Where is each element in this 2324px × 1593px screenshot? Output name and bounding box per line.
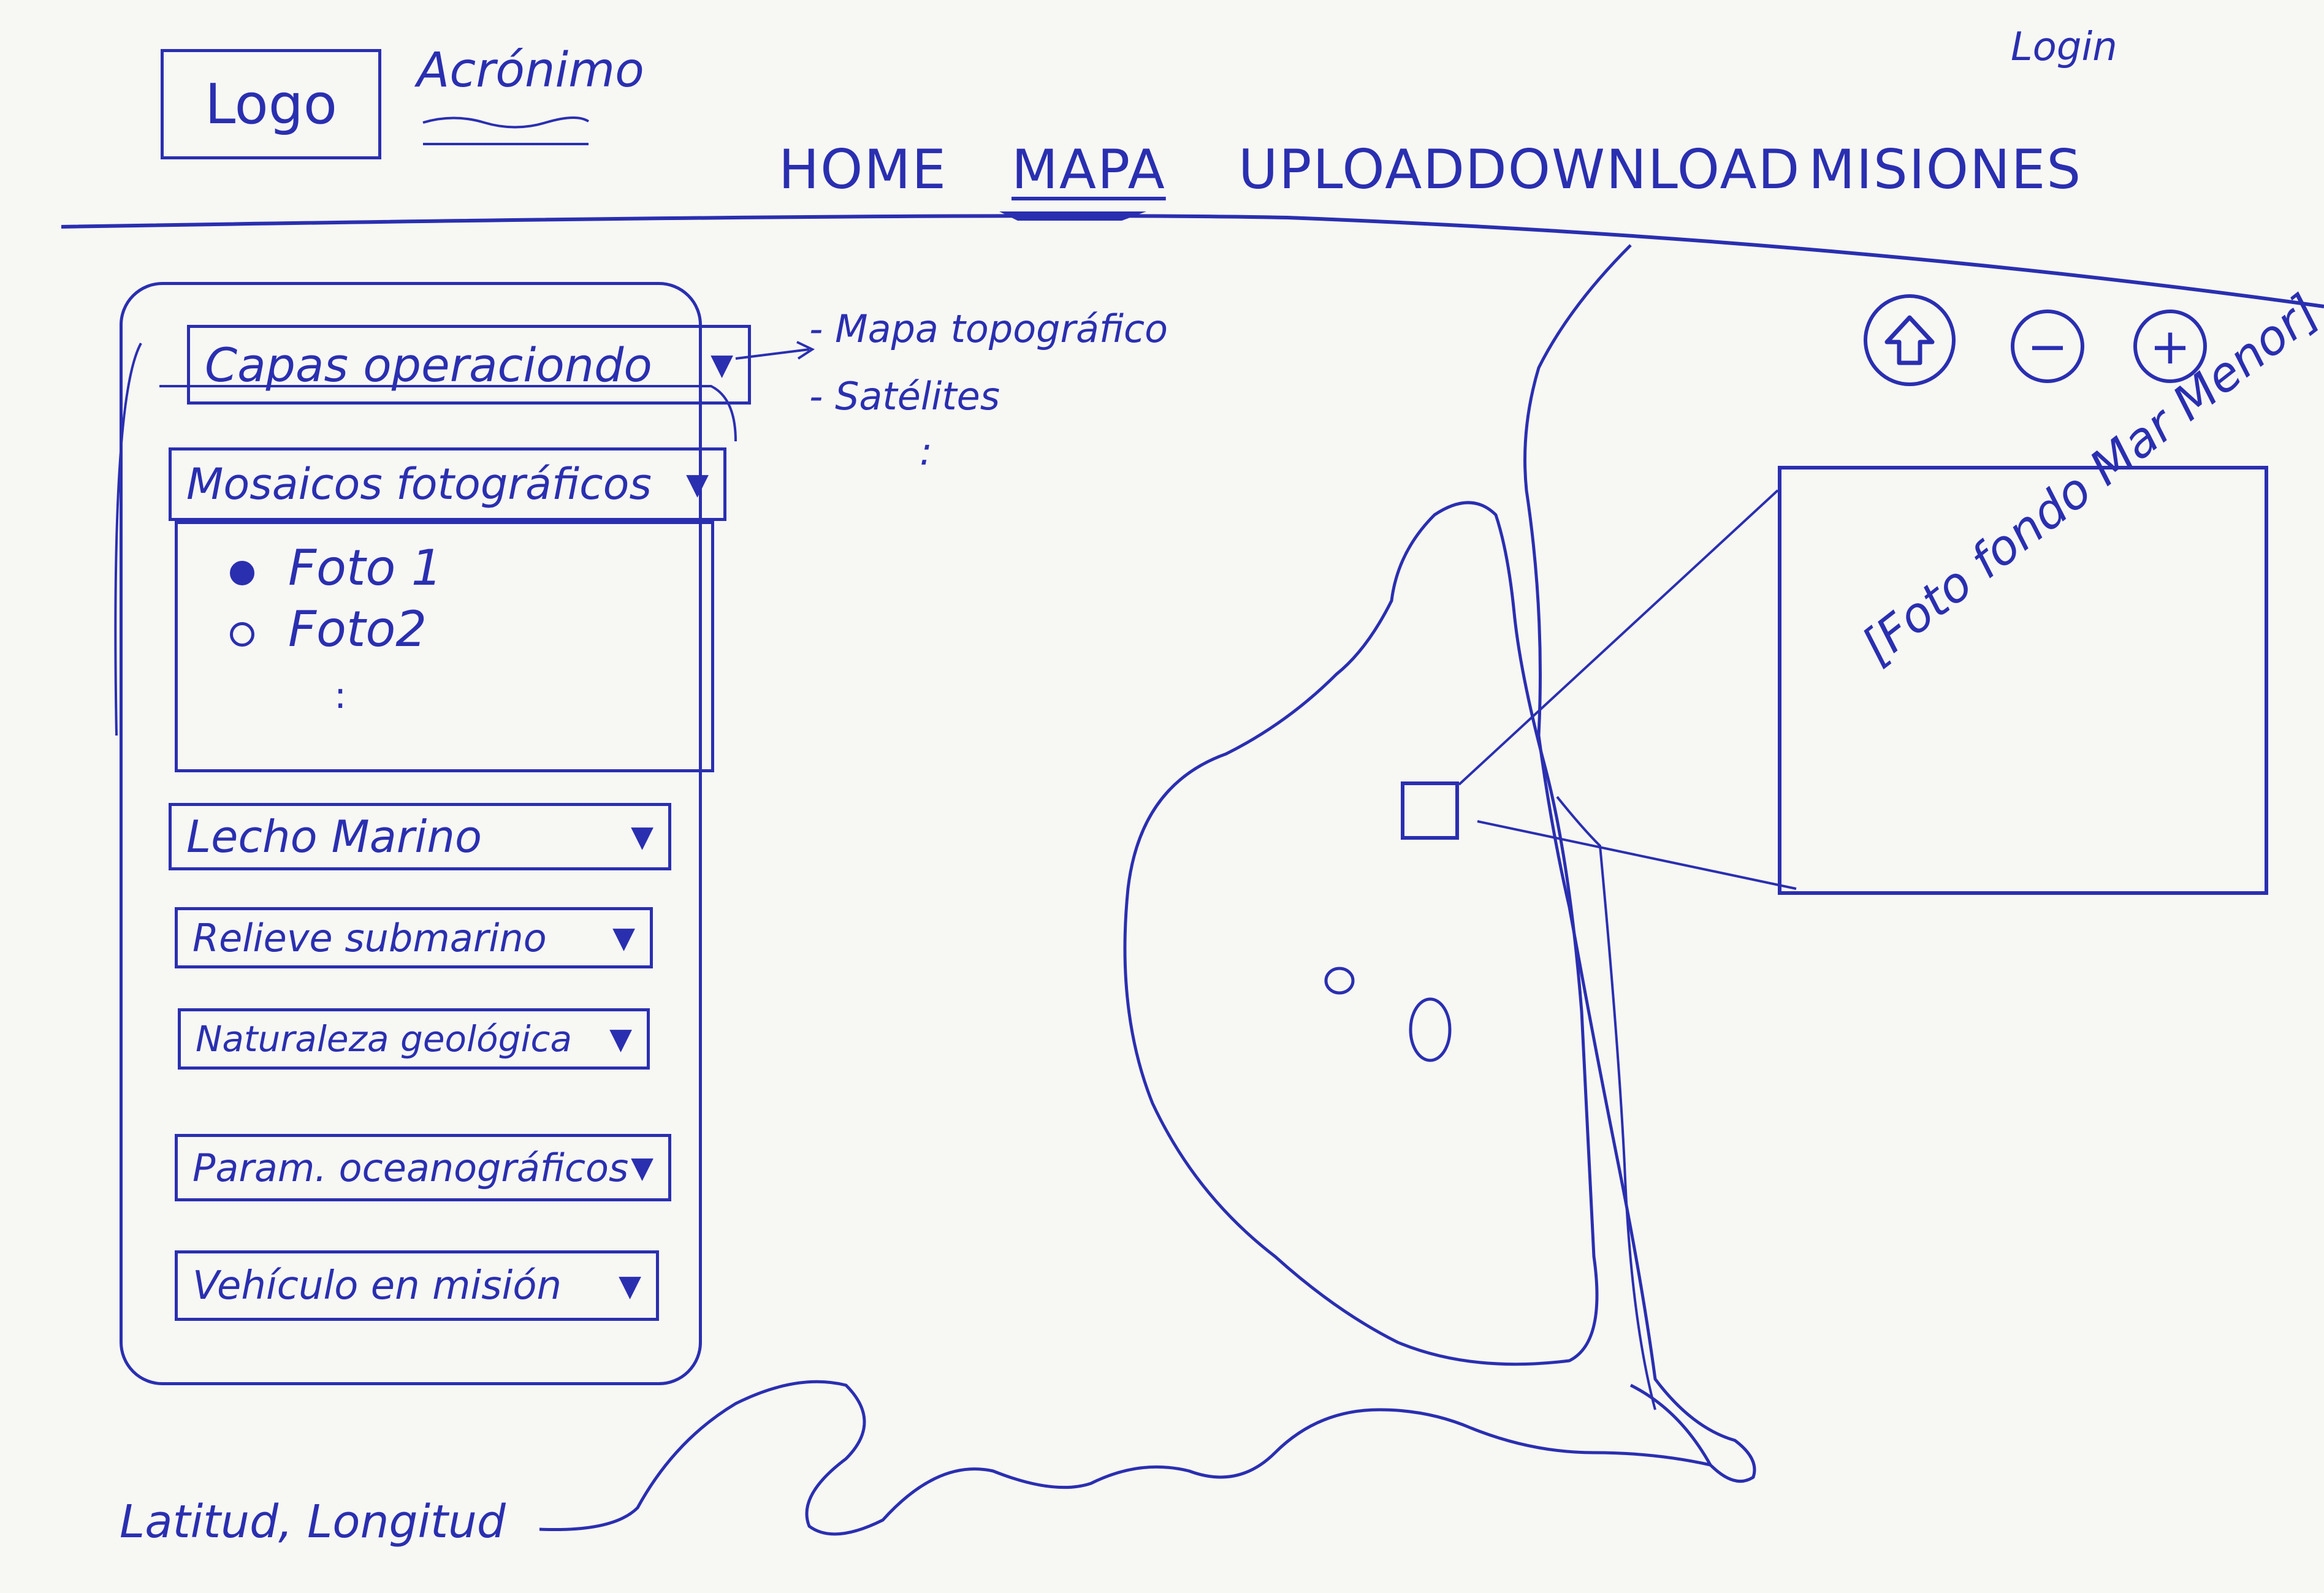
nav-home[interactable]: HOME <box>779 138 947 201</box>
vehiculo-mision-label: Vehículo en misión <box>192 1263 562 1309</box>
coordinates-readout: Latitud, Longitud <box>120 1496 506 1548</box>
minus-icon: − <box>2027 317 2068 375</box>
chevron-down-icon: ▼ <box>612 921 635 955</box>
basemap-option-topografico[interactable]: - Mapa topográfico <box>809 306 1168 351</box>
acronym: Acrónimo <box>417 43 644 98</box>
mosaicos-more: : <box>334 674 347 717</box>
mosaicos-list <box>175 521 714 772</box>
map-photo-marker[interactable] <box>1401 781 1459 840</box>
logo[interactable]: Logo <box>161 49 381 159</box>
chevron-down-icon: ▼ <box>609 1022 632 1056</box>
param-oceanograficos-label: Param. oceanográficos <box>192 1145 629 1190</box>
plus-icon: + <box>2149 317 2191 375</box>
param-oceanograficos-dropdown[interactable]: Param. oceanográficos ▼ <box>175 1134 671 1201</box>
nav-misiones[interactable]: MISIONES <box>1808 138 2082 201</box>
radio-foto1-label: Foto 1 <box>288 539 443 596</box>
nav-download[interactable]: DOWNLOAD <box>1465 138 1801 201</box>
chevron-down-icon: ▼ <box>686 467 709 501</box>
radio-foto2[interactable] <box>230 622 254 647</box>
relieve-submarino-label: Relieve submarino <box>192 915 547 960</box>
zoom-out-button[interactable]: − <box>2011 310 2084 383</box>
logo-text: Logo <box>205 72 337 137</box>
login-link[interactable]: Login <box>2011 25 2117 70</box>
home-arrow-icon <box>1884 315 1935 365</box>
naturaleza-geologica-label: Naturaleza geológica <box>196 1018 572 1060</box>
relieve-submarino-dropdown[interactable]: Relieve submarino ▼ <box>175 907 653 968</box>
radio-foto1[interactable] <box>230 561 254 585</box>
chevron-down-icon: ▼ <box>711 348 733 382</box>
radio-foto2-label: Foto2 <box>288 601 427 658</box>
capas-dropdown[interactable]: Capas operaciondo ▼ <box>187 325 751 405</box>
nav-mapa[interactable]: MAPA <box>1012 138 1166 201</box>
basemap-option-satelites[interactable]: - Satélites <box>809 374 1000 419</box>
vehiculo-mision-dropdown[interactable]: Vehículo en misión ▼ <box>175 1250 659 1321</box>
lecho-marino-label: Lecho Marino <box>186 811 482 862</box>
capas-label: Capas operaciondo <box>205 337 652 392</box>
map-home-button[interactable] <box>1864 294 1956 386</box>
zoom-in-button[interactable]: + <box>2133 310 2207 383</box>
mosaicos-dropdown[interactable]: Mosaicos fotográficos ▼ <box>169 447 726 521</box>
mosaicos-label: Mosaicos fotográficos <box>186 459 652 509</box>
layers-panel <box>120 282 702 1385</box>
basemap-option-more: : <box>920 429 932 474</box>
lecho-marino-dropdown[interactable]: Lecho Marino ▼ <box>169 803 671 870</box>
chevron-down-icon: ▼ <box>631 1150 653 1185</box>
nav-upload[interactable]: UPLOAD <box>1238 138 1466 201</box>
chevron-down-icon: ▼ <box>631 819 653 854</box>
chevron-down-icon: ▼ <box>619 1268 641 1303</box>
photo-popup[interactable] <box>1778 466 2268 895</box>
naturaleza-geologica-dropdown[interactable]: Naturaleza geológica ▼ <box>178 1008 650 1070</box>
